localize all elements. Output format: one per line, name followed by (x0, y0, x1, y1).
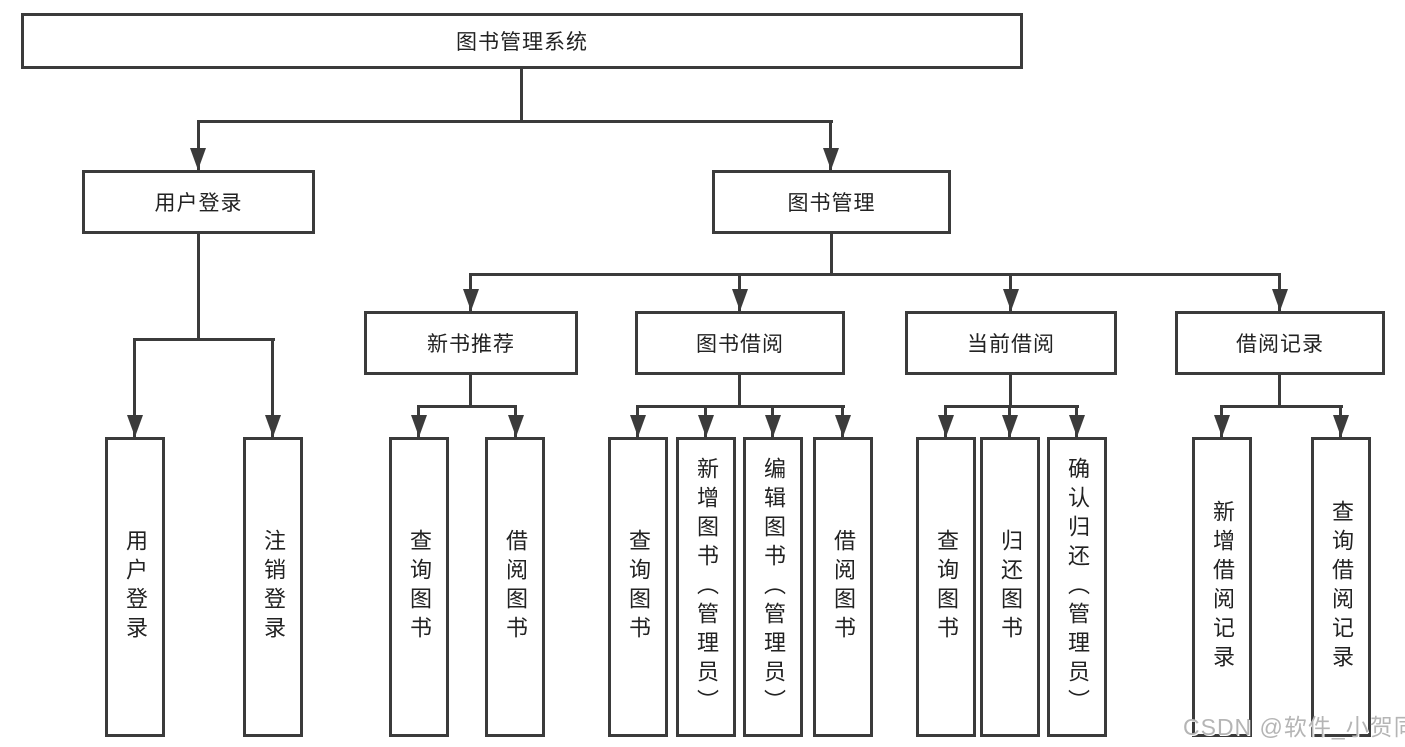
connector-line (830, 234, 833, 273)
connector-line (417, 405, 517, 408)
node-label: 图书借阅 (696, 333, 784, 356)
node-label: 查询借阅记录 (1329, 500, 1354, 674)
arrow-down-icon (1272, 289, 1288, 311)
connector-line (469, 273, 1281, 276)
connector-line (271, 338, 274, 437)
arrow-down-icon (1333, 415, 1349, 437)
connector-line (1009, 375, 1012, 405)
node-label: 新增图书（管理员） (694, 456, 719, 718)
node-label: 借阅图书 (503, 529, 528, 645)
node-current-query-book: 查询图书 (916, 437, 976, 737)
node-edit-book-admin: 编辑图书（管理员） (743, 437, 803, 737)
arrow-down-icon (823, 148, 839, 170)
node-label: 借阅记录 (1236, 333, 1324, 356)
node-label: 新书推荐 (427, 333, 515, 356)
node-library-system: 图书管理系统 (21, 13, 1023, 69)
arrow-down-icon (1214, 415, 1230, 437)
arrow-down-icon (765, 415, 781, 437)
node-label: 用户登录 (123, 529, 148, 645)
connector-line (520, 69, 523, 120)
connector-line (133, 338, 136, 437)
arrow-down-icon (508, 415, 524, 437)
arrow-down-icon (698, 415, 714, 437)
node-label: 当前借阅 (967, 333, 1055, 356)
arrow-down-icon (127, 415, 143, 437)
node-borrow-record: 借阅记录 (1175, 311, 1385, 375)
arrow-down-icon (938, 415, 954, 437)
node-label: 注销登录 (261, 529, 286, 645)
node-query-borrow-record: 查询借阅记录 (1311, 437, 1371, 737)
connector-line (197, 120, 833, 123)
node-label: 图书管理 (787, 192, 876, 215)
connector-line (1220, 405, 1343, 408)
connector-line (197, 120, 200, 170)
node-label: 查询图书 (626, 529, 651, 645)
node-logout: 注销登录 (243, 437, 303, 737)
node-label: 新增借阅记录 (1210, 500, 1235, 674)
connector-line (738, 375, 741, 405)
arrow-down-icon (835, 415, 851, 437)
connector-line (197, 234, 200, 338)
node-add-book-admin: 新增图书（管理员） (676, 437, 736, 737)
node-label: 编辑图书（管理员） (761, 456, 786, 718)
node-label: 图书管理系统 (456, 31, 588, 54)
arrow-down-icon (463, 289, 479, 311)
node-label: 归还图书 (998, 529, 1023, 645)
node-borrow-query-book: 查询图书 (608, 437, 668, 737)
node-recommend-query-book: 查询图书 (389, 437, 449, 737)
node-user-login-branch: 用户登录 (82, 170, 315, 234)
node-return-book: 归还图书 (980, 437, 1040, 737)
arrow-down-icon (1069, 415, 1085, 437)
arrow-down-icon (190, 148, 206, 170)
connector-line (1278, 375, 1281, 405)
node-add-borrow-record: 新增借阅记录 (1192, 437, 1252, 737)
node-book-borrow: 图书借阅 (635, 311, 845, 375)
arrow-down-icon (630, 415, 646, 437)
node-confirm-return-admin: 确认归还（管理员） (1047, 437, 1107, 737)
connector-line (944, 405, 1079, 408)
arrow-down-icon (1002, 415, 1018, 437)
connector-line (829, 120, 832, 170)
connector-line (636, 405, 845, 408)
node-label: 查询图书 (407, 529, 432, 645)
node-borrow-book: 借阅图书 (813, 437, 873, 737)
node-recommend-borrow-book: 借阅图书 (485, 437, 545, 737)
node-label: 借阅图书 (831, 529, 856, 645)
csdn-watermark: CSDN @软件_小贺同学 (1183, 714, 1405, 740)
node-user-login: 用户登录 (105, 437, 165, 737)
node-label: 确认归还（管理员） (1065, 456, 1090, 718)
arrow-down-icon (411, 415, 427, 437)
node-label: 查询图书 (934, 529, 959, 645)
node-new-book-recommend: 新书推荐 (364, 311, 578, 375)
arrow-down-icon (1003, 289, 1019, 311)
node-book-management: 图书管理 (712, 170, 951, 234)
connector-line (469, 375, 472, 405)
arrow-down-icon (732, 289, 748, 311)
node-label: 用户登录 (154, 192, 243, 215)
arrow-down-icon (265, 415, 281, 437)
connector-line (133, 338, 275, 341)
node-current-borrow: 当前借阅 (905, 311, 1117, 375)
